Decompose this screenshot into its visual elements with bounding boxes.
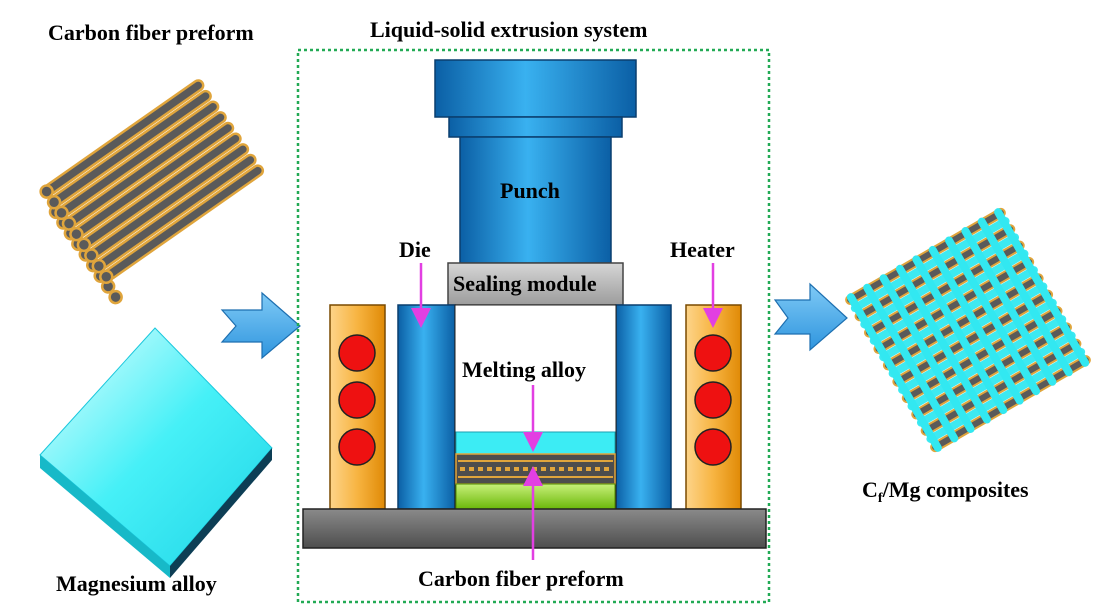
punch <box>434 59 637 264</box>
bottom-green-layer <box>455 483 616 510</box>
label-die: Die <box>399 237 431 262</box>
melting-alloy-layer <box>455 431 616 455</box>
label-cf-mg-composites: Cf/Mg composites <box>862 477 1029 506</box>
output-arrow <box>773 282 848 352</box>
label-sealing-module: Sealing module <box>453 271 597 296</box>
base-plate <box>302 508 767 549</box>
magnesium-alloy-slab-illustration <box>39 327 273 578</box>
heater-left <box>329 304 386 510</box>
cf-mg-composite-illustration <box>845 207 1091 453</box>
die <box>397 304 672 510</box>
label-pointers <box>411 263 723 560</box>
carbon-fiber-preform-illustration <box>39 79 265 305</box>
preform-layer <box>455 453 616 485</box>
label-punch: Punch <box>500 178 560 203</box>
heater-right <box>685 304 742 510</box>
title-magnesium-alloy: Magnesium alloy <box>56 571 217 596</box>
sealing-module <box>447 262 624 306</box>
extrusion-system-frame <box>296 48 771 604</box>
label-preform-bottom: Carbon fiber preform <box>418 566 624 591</box>
title-preform-top: Carbon fiber preform <box>48 20 254 45</box>
label-melting-alloy: Melting alloy <box>462 357 586 382</box>
label-heater: Heater <box>670 237 735 262</box>
input-arrow <box>220 291 301 360</box>
title-extrusion-system: Liquid-solid extrusion system <box>370 17 648 42</box>
